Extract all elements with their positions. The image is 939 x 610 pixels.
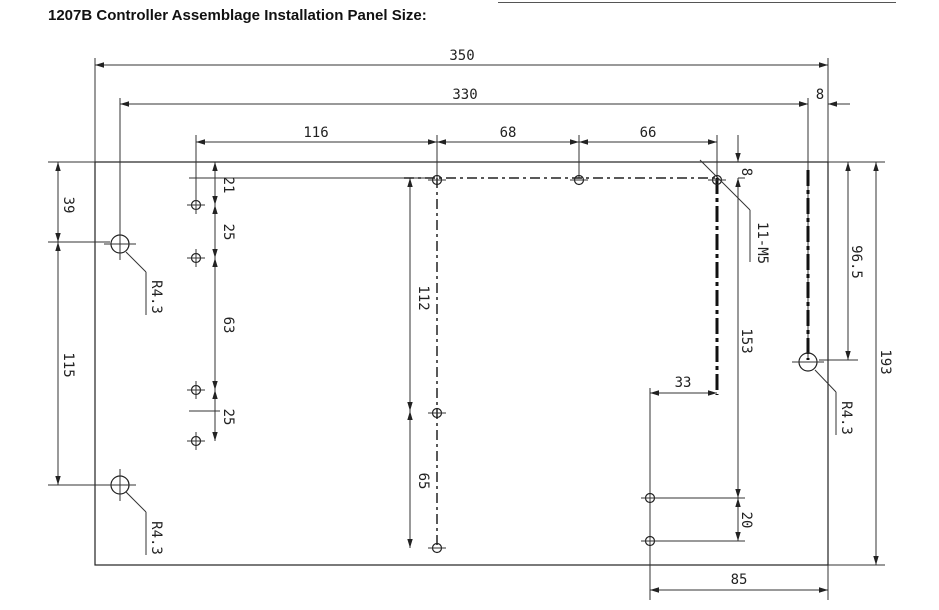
threaded-holes bbox=[187, 174, 726, 554]
panel-outline bbox=[94, 161, 829, 566]
page-title: 1207B Controller Assemblage Installation… bbox=[48, 7, 427, 24]
dim-85: 85 bbox=[731, 572, 748, 588]
dim-112: 112 bbox=[415, 285, 431, 310]
dim-39: 39 bbox=[60, 197, 76, 214]
dim-153: 153 bbox=[738, 328, 754, 353]
threaded-hole bbox=[187, 196, 205, 214]
radius-label: R4.3 bbox=[148, 521, 164, 555]
component-outline bbox=[404, 170, 810, 548]
threaded-hole bbox=[187, 249, 205, 267]
dim-116: 116 bbox=[303, 125, 328, 141]
mounting-holes bbox=[104, 228, 824, 501]
dim-68: 68 bbox=[500, 125, 517, 141]
dim-66: 66 bbox=[640, 125, 657, 141]
dim-65: 65 bbox=[415, 473, 431, 490]
dim-top-offset: 8 bbox=[738, 168, 754, 176]
dim-25-upper: 25 bbox=[220, 224, 236, 241]
dim-115: 115 bbox=[60, 352, 76, 377]
threaded-hole bbox=[570, 174, 588, 186]
radius-label: R4.3 bbox=[148, 280, 164, 314]
threaded-hole bbox=[708, 174, 726, 186]
threaded-hole bbox=[428, 174, 446, 186]
title-rule bbox=[498, 2, 896, 3]
dim-33: 33 bbox=[675, 375, 692, 391]
dimension-lines bbox=[55, 62, 879, 593]
threaded-hole bbox=[428, 542, 446, 554]
dim-96-5: 96.5 bbox=[848, 245, 864, 279]
threaded-hole bbox=[187, 432, 205, 450]
threaded-hole bbox=[428, 407, 446, 419]
dim-21: 21 bbox=[220, 177, 236, 194]
dim-hole-span: 330 bbox=[452, 87, 477, 103]
dim-overall-height: 193 bbox=[877, 349, 893, 374]
extension-lines bbox=[48, 58, 885, 600]
threaded-hole bbox=[641, 535, 659, 547]
threaded-hole bbox=[187, 381, 205, 399]
dim-25-lower: 25 bbox=[220, 409, 236, 426]
dim-20: 20 bbox=[738, 512, 754, 529]
radius-label: R4.3 bbox=[838, 401, 854, 435]
dim-overall-width: 350 bbox=[449, 48, 474, 64]
dim-right-offset: 8 bbox=[816, 87, 824, 103]
thread-label: 11-M5 bbox=[754, 222, 770, 264]
dim-63: 63 bbox=[220, 317, 236, 334]
leader-lines bbox=[125, 159, 837, 555]
threaded-hole bbox=[641, 492, 659, 504]
